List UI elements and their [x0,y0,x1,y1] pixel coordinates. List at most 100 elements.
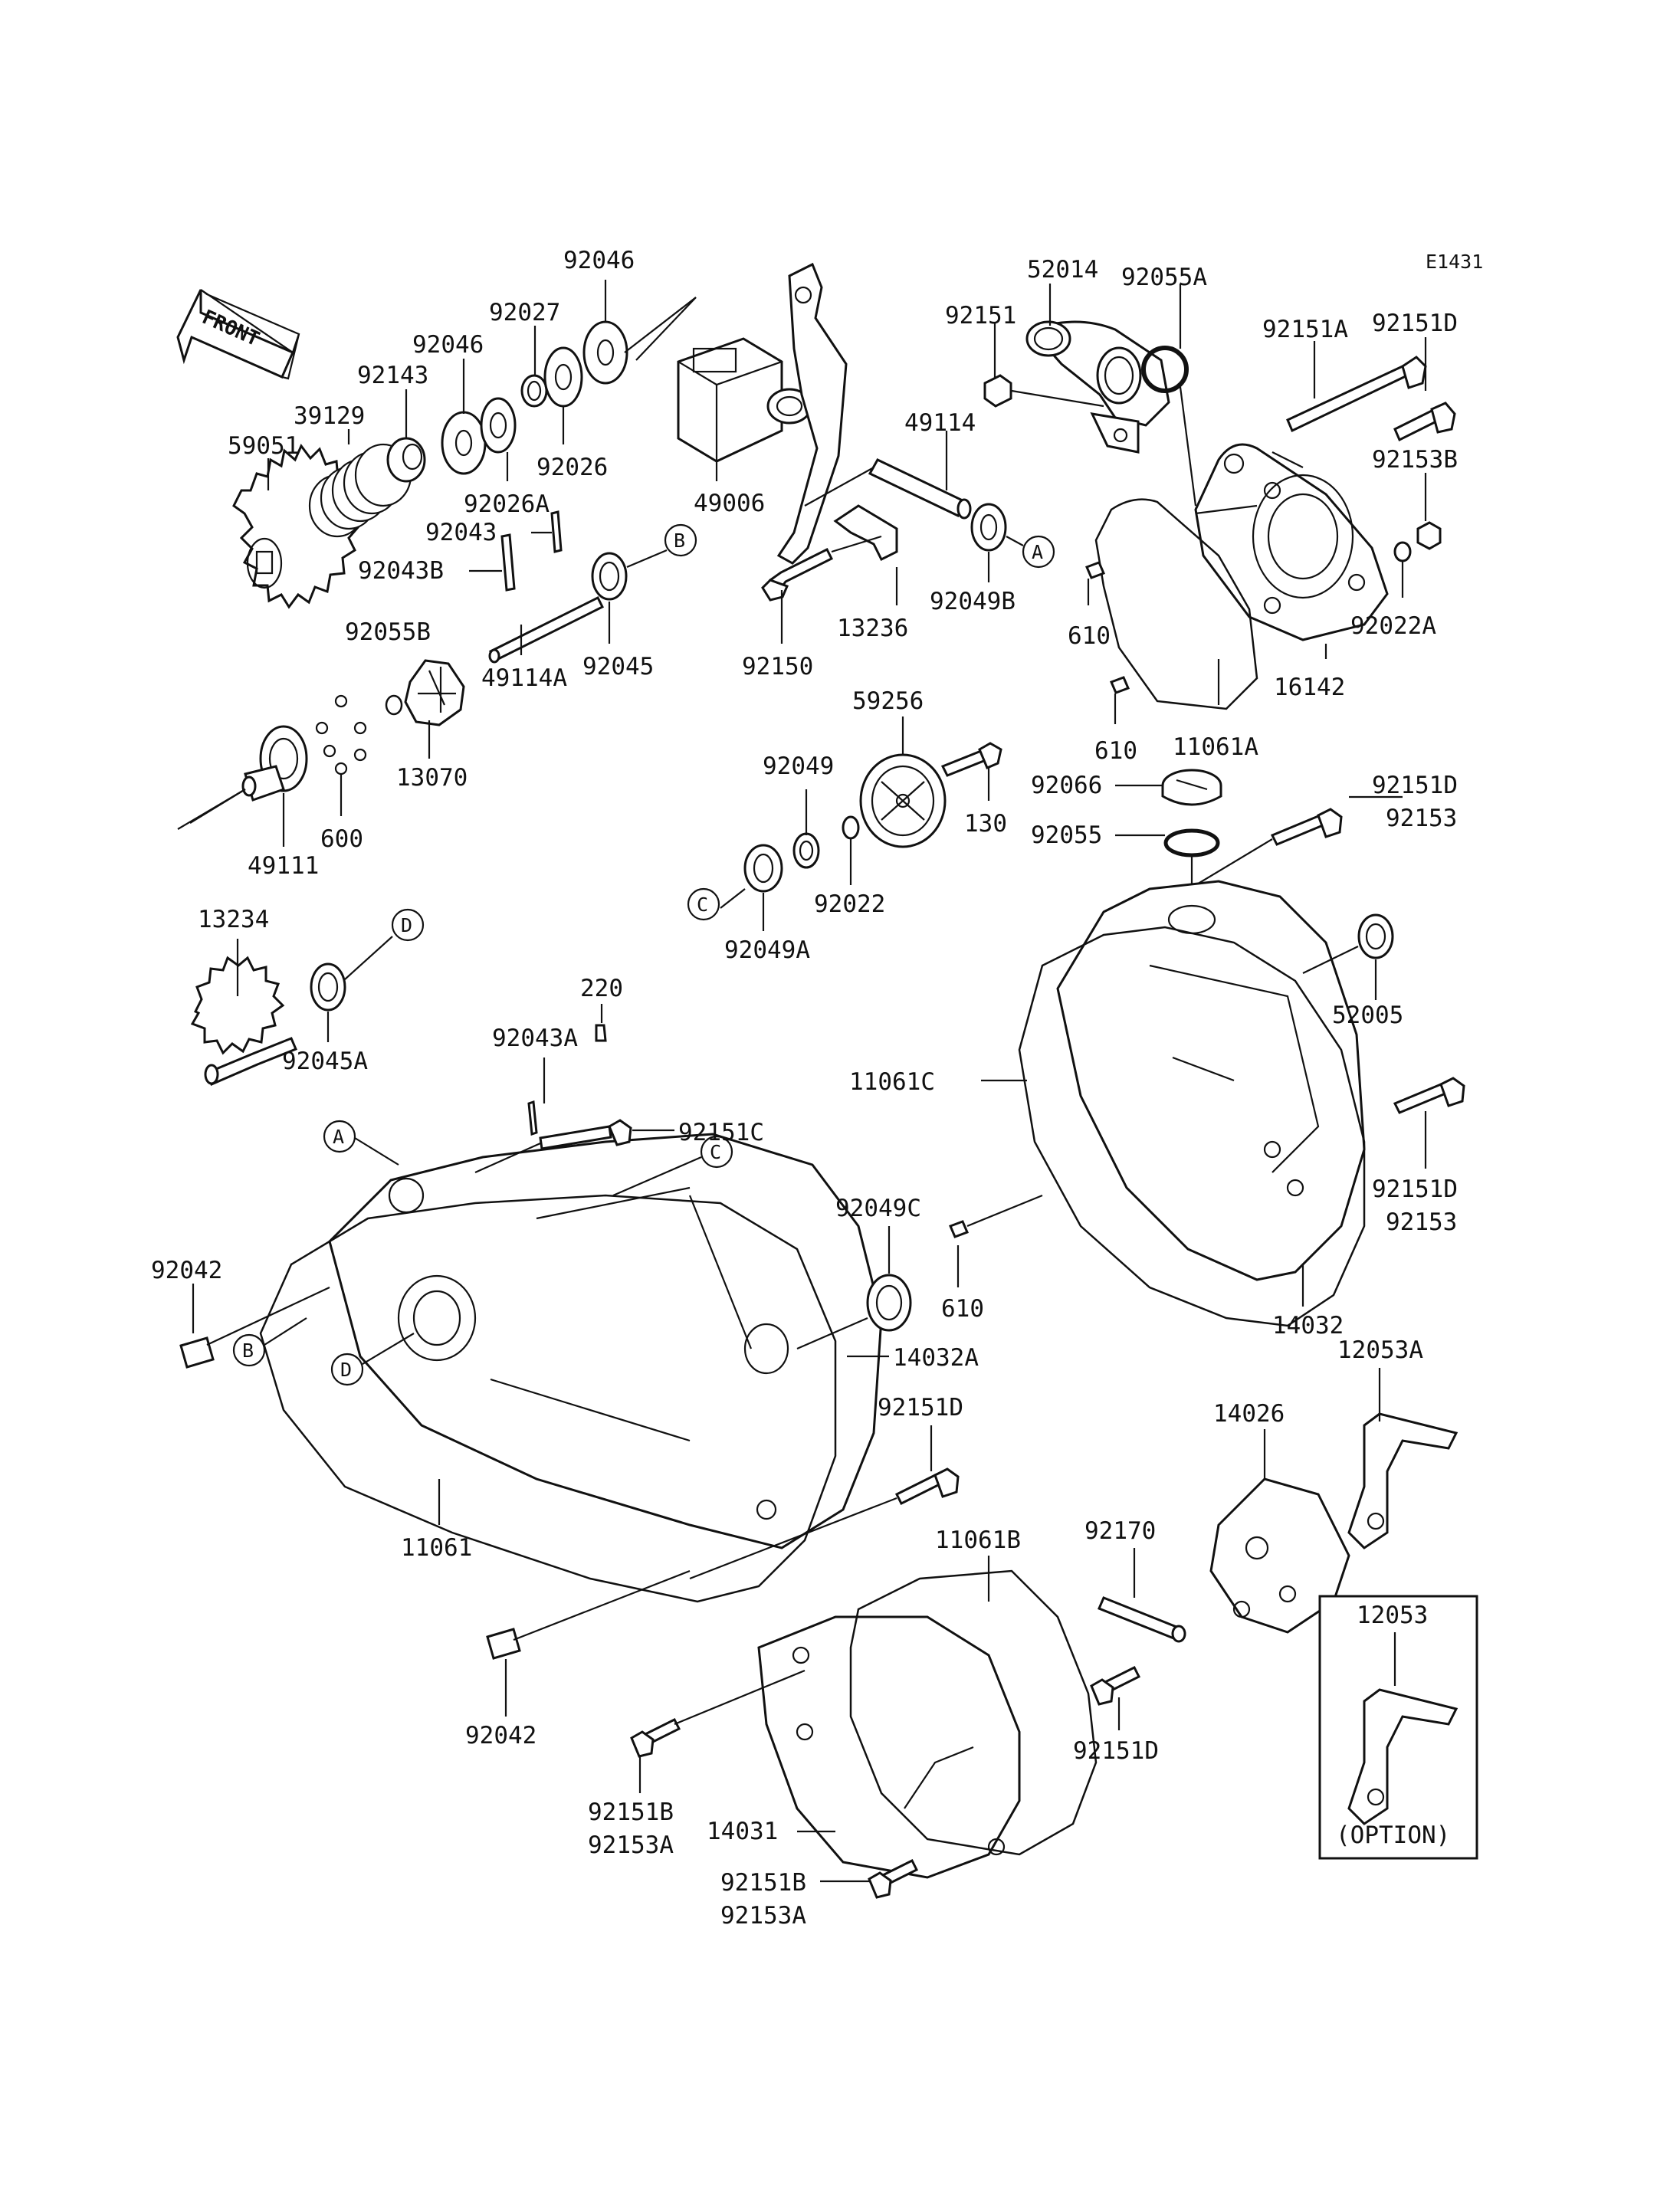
label-92043: 92043 [425,519,497,546]
label-92049C: 92049C [835,1195,921,1222]
part-92151C-bolt [539,1119,632,1150]
label-13234: 13234 [198,906,269,933]
label-92049B: 92049B [930,588,1016,615]
label-92043B: 92043B [358,557,444,585]
part-49114A-shaft [488,595,605,664]
label-49114A: 49114A [481,664,567,692]
ref-b-top: B [674,530,685,552]
part-59256-cam [859,753,947,848]
part-16142-pump-cover [1194,443,1389,641]
label-11061: 11061 [401,1534,472,1562]
part-92151D-r2-bolt [1393,1077,1465,1114]
ref-c-low: C [710,1141,721,1163]
label-39129: 39129 [294,402,365,430]
part-92151D-mid-bolt [894,1467,960,1506]
label-92151D-r2: 92151D [1372,1176,1458,1203]
part-92026-washer [543,346,583,408]
label-92170: 92170 [1084,1517,1156,1545]
label-59256: 59256 [852,687,924,715]
part-labels: 92046 92027 92046 92143 39129 59051 9202… [151,247,1458,1930]
label-92153A-a: 92153A [588,1831,674,1859]
label-13236: 13236 [837,615,908,642]
label-12053A: 12053A [1337,1336,1423,1364]
label-600: 600 [320,825,363,853]
diagram-code: E1431 [1426,251,1483,273]
label-92151: 92151 [945,302,1016,330]
label-52014: 52014 [1027,256,1098,284]
label-92055A: 92055A [1121,264,1207,291]
part-92170-pin [1098,1596,1186,1643]
part-92151A-bolt [1286,356,1427,433]
part-12053A-bracket [1347,1412,1459,1549]
label-12053: 12053 [1357,1602,1428,1629]
part-610-dowel-c [949,1220,969,1238]
label-92022: 92022 [814,890,885,918]
label-92153-r2: 92153 [1386,1208,1457,1236]
part-92043B-pin [500,533,516,592]
part-92151B-a-bolt [630,1717,681,1758]
label-11061A: 11061A [1173,733,1258,761]
part-92042-dowel-a [179,1336,215,1369]
option-label: (OPTION) [1336,1822,1450,1849]
label-92022A: 92022A [1350,612,1436,640]
label-92151D-r1: 92151D [1372,772,1458,799]
part-11061B-gasket [849,1569,1098,1856]
part-13070-impeller [404,659,465,726]
label-92043A: 92043A [492,1025,578,1052]
label-92055: 92055 [1031,821,1102,849]
part-92043A-pin [527,1100,538,1136]
ref-d-mid: D [401,914,412,936]
part-92151B-b-bolt [868,1858,919,1899]
ref-a-top: A [1032,541,1043,563]
label-92046-top: 92046 [563,247,635,274]
part-49114-shaft [804,458,972,520]
part-92027-ring [520,374,548,408]
part-11061A-gasket [1094,498,1258,710]
leader-lines [192,280,1427,1883]
label-92151B-b: 92151B [720,1869,806,1897]
part-92045A-bearing [310,962,346,1012]
part-92022A-washer [1393,541,1412,562]
label-92143: 92143 [357,362,428,389]
label-92026: 92026 [536,454,608,481]
label-92151D-mid: 92151D [878,1394,963,1421]
ref-b-low: B [242,1340,254,1362]
label-16142: 16142 [1274,674,1345,701]
label-610-b: 610 [1094,737,1137,765]
part-92049C-seal [866,1274,912,1332]
part-220-screw [595,1024,607,1042]
part-11061-gasket [259,1194,837,1603]
part-130-bolt [940,742,1002,777]
label-92151B-a: 92151B [588,1799,674,1826]
label-49114: 49114 [904,409,976,437]
label-49006: 49006 [694,490,765,517]
label-92027: 92027 [489,299,560,326]
label-92066: 92066 [1031,772,1102,799]
part-92151D-top-bolt [1393,402,1456,442]
part-13236-guide [833,504,898,562]
part-92143-collar [386,437,426,483]
label-92153-r1: 92153 [1386,805,1457,832]
part-92055-ring [1163,828,1220,857]
part-600-balls [315,694,367,776]
part-92049-collar [792,832,820,869]
label-92042-b: 92042 [465,1722,536,1749]
label-92026A: 92026A [464,490,550,518]
part-92055B-ring [385,694,403,716]
part-14032A-crankcase-cover [328,1133,883,1549]
label-92150: 92150 [742,653,813,680]
label-11061B: 11061B [935,1526,1021,1554]
label-14032: 14032 [1272,1312,1344,1340]
label-14026: 14026 [1213,1400,1285,1428]
part-49111-shaft [241,725,308,802]
part-39129-spring [308,443,412,538]
label-92042-a: 92042 [151,1257,222,1284]
part-92045-bearing [591,552,628,601]
label-92045A: 92045A [282,1048,368,1075]
label-14031: 14031 [707,1818,778,1845]
label-49111: 49111 [248,852,319,880]
part-kick-arm [776,262,848,565]
label-13070: 13070 [396,764,468,792]
ref-circles: B A C D A C B D [232,523,1055,1386]
part-13234-gear [190,956,297,1086]
